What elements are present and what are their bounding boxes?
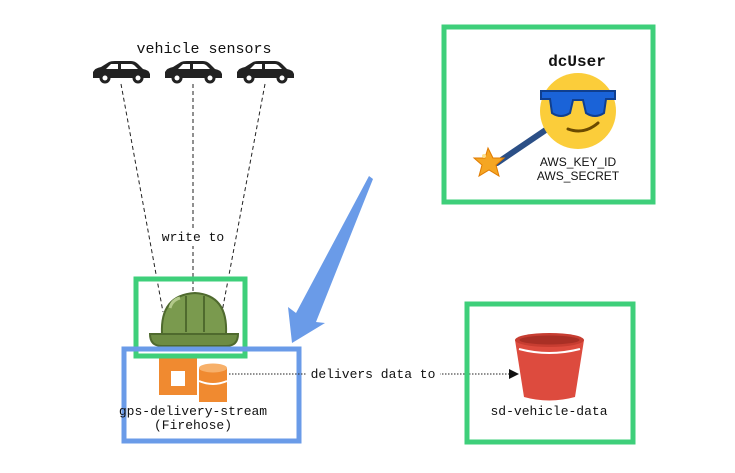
sensors-title: vehicle sensors <box>136 41 271 58</box>
user-frame[interactable] <box>441 24 656 205</box>
bucket-frame[interactable] <box>464 301 636 445</box>
user-secret: AWS_SECRET <box>537 169 620 183</box>
car-icon <box>237 61 294 84</box>
access-frame <box>133 276 248 359</box>
car-icon <box>93 61 150 84</box>
firehose-icon <box>159 355 228 402</box>
deliver-label: delivers data to <box>311 367 436 382</box>
car-icon <box>165 61 222 84</box>
stream-type: (Firehose) <box>154 418 232 433</box>
s3-bucket-icon <box>515 333 584 401</box>
user-name: dcUser <box>548 53 606 71</box>
cool-face-icon <box>540 73 616 149</box>
write-label: write to <box>162 230 224 245</box>
write-connector <box>120 83 266 313</box>
deliver-arrowhead <box>509 369 519 379</box>
bucket-name: sd-vehicle-data <box>490 404 607 419</box>
stream-name: gps-delivery-stream <box>119 404 267 419</box>
pointer-arrow <box>288 176 373 343</box>
stream-frame[interactable] <box>121 346 302 444</box>
hard-hat-icon <box>148 291 240 347</box>
user-key-id: AWS_KEY_ID <box>540 155 617 169</box>
